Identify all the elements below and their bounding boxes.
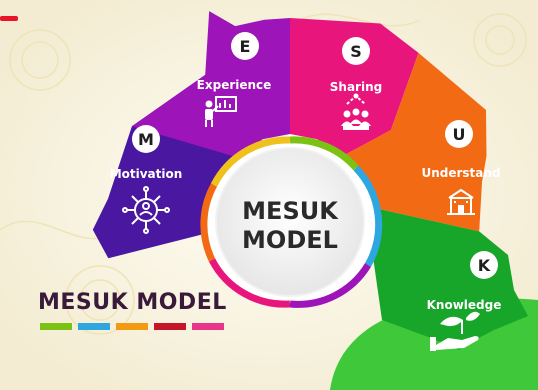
color-legend-bars	[40, 323, 224, 330]
hub-title-line2: MODEL	[242, 226, 338, 254]
segment-knowledge	[365, 206, 528, 350]
hub-color-ring	[200, 136, 383, 308]
segment-understand	[338, 52, 487, 232]
badge-u: U	[445, 120, 473, 148]
segment-sharing	[290, 18, 419, 159]
label-motivation: Motivation	[110, 167, 183, 181]
badge-m: M	[132, 125, 160, 153]
svg-text:K: K	[478, 256, 491, 275]
label-sharing: Sharing	[330, 80, 382, 94]
legend-bar-red	[154, 323, 186, 330]
svg-text:E: E	[240, 37, 251, 56]
label-understand: Understand	[421, 166, 500, 180]
svg-text:S: S	[350, 42, 362, 61]
label-experience: Experience	[197, 78, 272, 92]
brand-title: MESUK MODEL	[38, 290, 227, 315]
legend-bar-green	[40, 323, 72, 330]
badge-k: K	[470, 251, 498, 279]
network-person-icon	[122, 186, 170, 234]
school-building-icon	[447, 188, 475, 215]
label-knowledge: Knowledge	[427, 298, 502, 312]
hub-title-line1: MESUK	[242, 197, 339, 225]
presentation-icon	[205, 96, 237, 127]
badge-s: S	[342, 37, 370, 65]
hand-plant-icon	[430, 311, 480, 351]
svg-text:U: U	[453, 125, 466, 144]
badge-e: E	[231, 32, 259, 60]
group-sharing-icon	[341, 93, 371, 130]
corner-accent	[0, 16, 18, 21]
svg-text:M: M	[138, 130, 154, 149]
legend-bar-blue	[78, 323, 110, 330]
legend-bar-pink	[192, 323, 224, 330]
legend-bar-orange	[116, 323, 148, 330]
hub-circle	[215, 147, 365, 297]
